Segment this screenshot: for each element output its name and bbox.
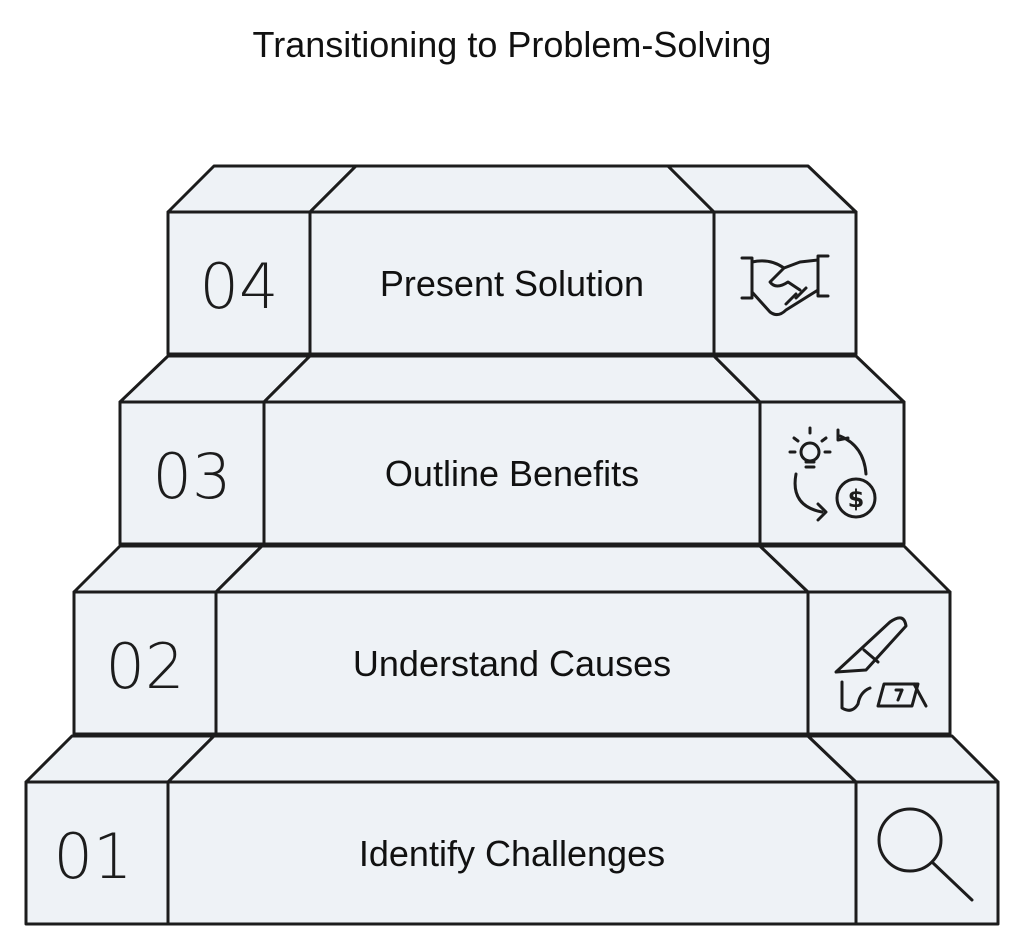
handshake-icon xyxy=(740,254,830,317)
step-03-label: Outline Benefits xyxy=(385,453,639,494)
step-03-label-box xyxy=(262,400,762,546)
step-02-number: 02 xyxy=(106,630,185,703)
idea-money-cycle-icon: $ xyxy=(788,426,877,522)
step-04-top-middle xyxy=(308,164,716,214)
step-03-icon-box xyxy=(758,400,906,546)
step-04-label-box xyxy=(308,210,716,356)
step-01-icon-box xyxy=(854,780,1000,926)
step-01-number-box xyxy=(24,780,170,926)
step-01-label-box xyxy=(166,780,858,926)
step-02-label: Understand Causes xyxy=(353,643,671,684)
step-01: 01 Identify Challenges xyxy=(24,734,1000,926)
step-02-number-box xyxy=(72,590,218,736)
step-04: 04 Present Solution xyxy=(166,164,858,356)
step-03-number: 03 xyxy=(153,440,232,513)
knife-blood-icon xyxy=(834,616,928,712)
diagram-title: Transitioning to Problem-Solving xyxy=(252,24,772,65)
step-04-label: Present Solution xyxy=(380,263,644,304)
step-04-number: 04 xyxy=(200,250,279,323)
step-03-number-box xyxy=(118,400,266,546)
step-04-number-box xyxy=(166,210,312,356)
step-02-top-middle xyxy=(214,544,810,594)
magnifier-icon xyxy=(877,807,974,902)
step-01-number: 01 xyxy=(54,820,133,893)
step-02-label-box xyxy=(214,590,810,736)
step-02: 02 Understand Causes xyxy=(72,544,952,736)
step-01-top-middle xyxy=(166,734,858,784)
step-03-top-middle xyxy=(262,354,762,404)
step-01-label: Identify Challenges xyxy=(359,833,665,874)
step-03: 03 Outline Benefits $ xyxy=(118,354,906,546)
svg-text:$: $ xyxy=(848,485,865,513)
